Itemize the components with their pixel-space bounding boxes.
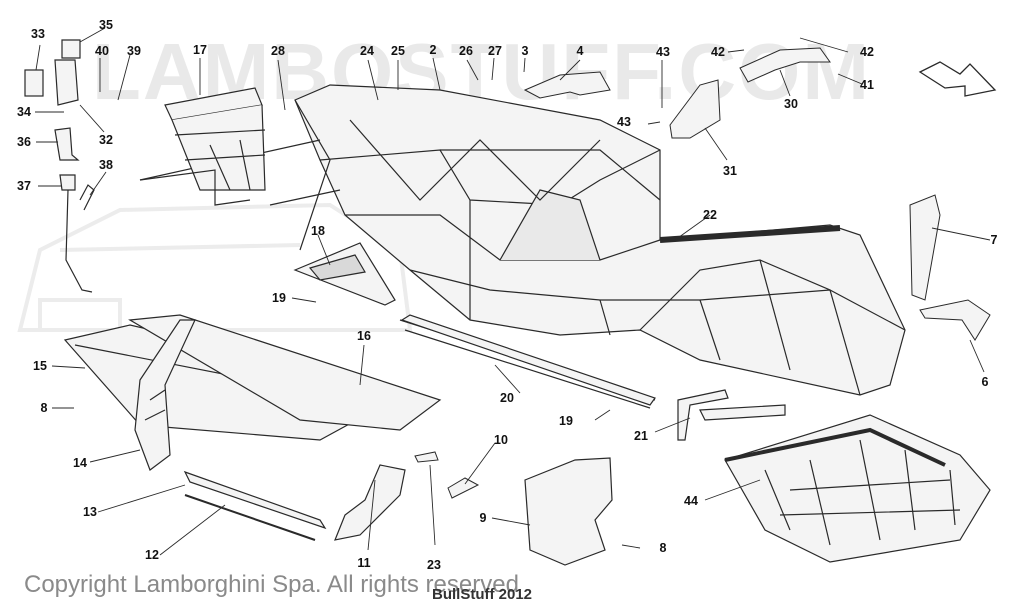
- callout-22: 22: [703, 208, 717, 222]
- callout-42-right: 42: [860, 45, 874, 59]
- left-small-parts: [24, 39, 95, 293]
- part-13-strip: [183, 470, 327, 541]
- callout-2: 2: [429, 43, 437, 57]
- callout-33: 33: [31, 27, 45, 41]
- part-9-cover: [524, 457, 613, 566]
- callout-12: 12: [145, 548, 159, 562]
- part-17-bracket: [139, 87, 266, 206]
- callout-26: 26: [459, 44, 473, 58]
- callout-10: 10: [494, 433, 508, 447]
- part-18-panel: [293, 242, 396, 306]
- callout-36: 36: [17, 135, 31, 149]
- callout-11: 11: [357, 556, 371, 570]
- callout-43-mid: 43: [617, 115, 631, 129]
- callout-44: 44: [684, 494, 698, 508]
- car-watermark: [17, 202, 413, 332]
- callout-43-top: 43: [656, 45, 670, 59]
- callout-9: 9: [479, 511, 487, 525]
- callout-20: 20: [500, 391, 514, 405]
- direction-arrow: [918, 61, 997, 97]
- callout-40: 40: [95, 44, 109, 58]
- callout-41: 41: [860, 78, 874, 92]
- part-16-floor: [128, 314, 442, 431]
- bullstuff-stamp: BullStuff 2012: [432, 586, 533, 603]
- callout-31: 31: [723, 164, 737, 178]
- part-44-subframe: [724, 414, 991, 563]
- callout-42-left: 42: [711, 45, 725, 59]
- copyright-notice: Copyright Lamborghini Spa. All rights re…: [24, 571, 519, 598]
- callout-27: 27: [488, 44, 502, 58]
- part-21-bracket: [677, 389, 786, 441]
- main-frame: [294, 84, 906, 396]
- part-23-plate: [414, 451, 439, 463]
- callout-30: 30: [784, 97, 798, 111]
- callout-25: 25: [391, 44, 405, 58]
- callout-23: 23: [427, 558, 441, 572]
- callout-4: 4: [576, 44, 584, 58]
- callout-39: 39: [127, 44, 141, 58]
- leader-lines: [35, 27, 991, 556]
- callout-7: 7: [990, 233, 998, 247]
- callout-37: 37: [17, 179, 31, 193]
- part-10-bracket: [447, 477, 480, 499]
- part-7-bracket: [909, 194, 941, 301]
- callout-6: 6: [981, 375, 989, 389]
- part-14-sill: [134, 319, 196, 471]
- callout-17: 17: [193, 43, 207, 57]
- callout-24: 24: [360, 44, 374, 58]
- callout-15: 15: [33, 359, 47, 373]
- callout-21: 21: [634, 429, 648, 443]
- callout-19-right: 19: [559, 414, 573, 428]
- callout-3: 3: [521, 44, 529, 58]
- callout-18: 18: [311, 224, 325, 238]
- callout-32: 32: [99, 133, 113, 147]
- callout-19-left: 19: [272, 291, 286, 305]
- part-31-cover: [669, 79, 721, 139]
- part-4-duct: [523, 71, 611, 99]
- callout-8-left: 8: [40, 401, 48, 415]
- callout-14: 14: [73, 456, 87, 470]
- part-20-rail: [400, 314, 656, 406]
- callout-8-right: 8: [659, 541, 667, 555]
- callout-34: 34: [17, 105, 31, 119]
- callout-38: 38: [99, 158, 113, 172]
- part-6-bracket: [919, 299, 991, 341]
- part-30-bracket: [739, 47, 831, 83]
- callout-28: 28: [271, 44, 285, 58]
- part-11-bracket: [334, 464, 406, 541]
- callout-13: 13: [83, 505, 97, 519]
- callout-16: 16: [357, 329, 371, 343]
- callout-35: 35: [99, 18, 113, 32]
